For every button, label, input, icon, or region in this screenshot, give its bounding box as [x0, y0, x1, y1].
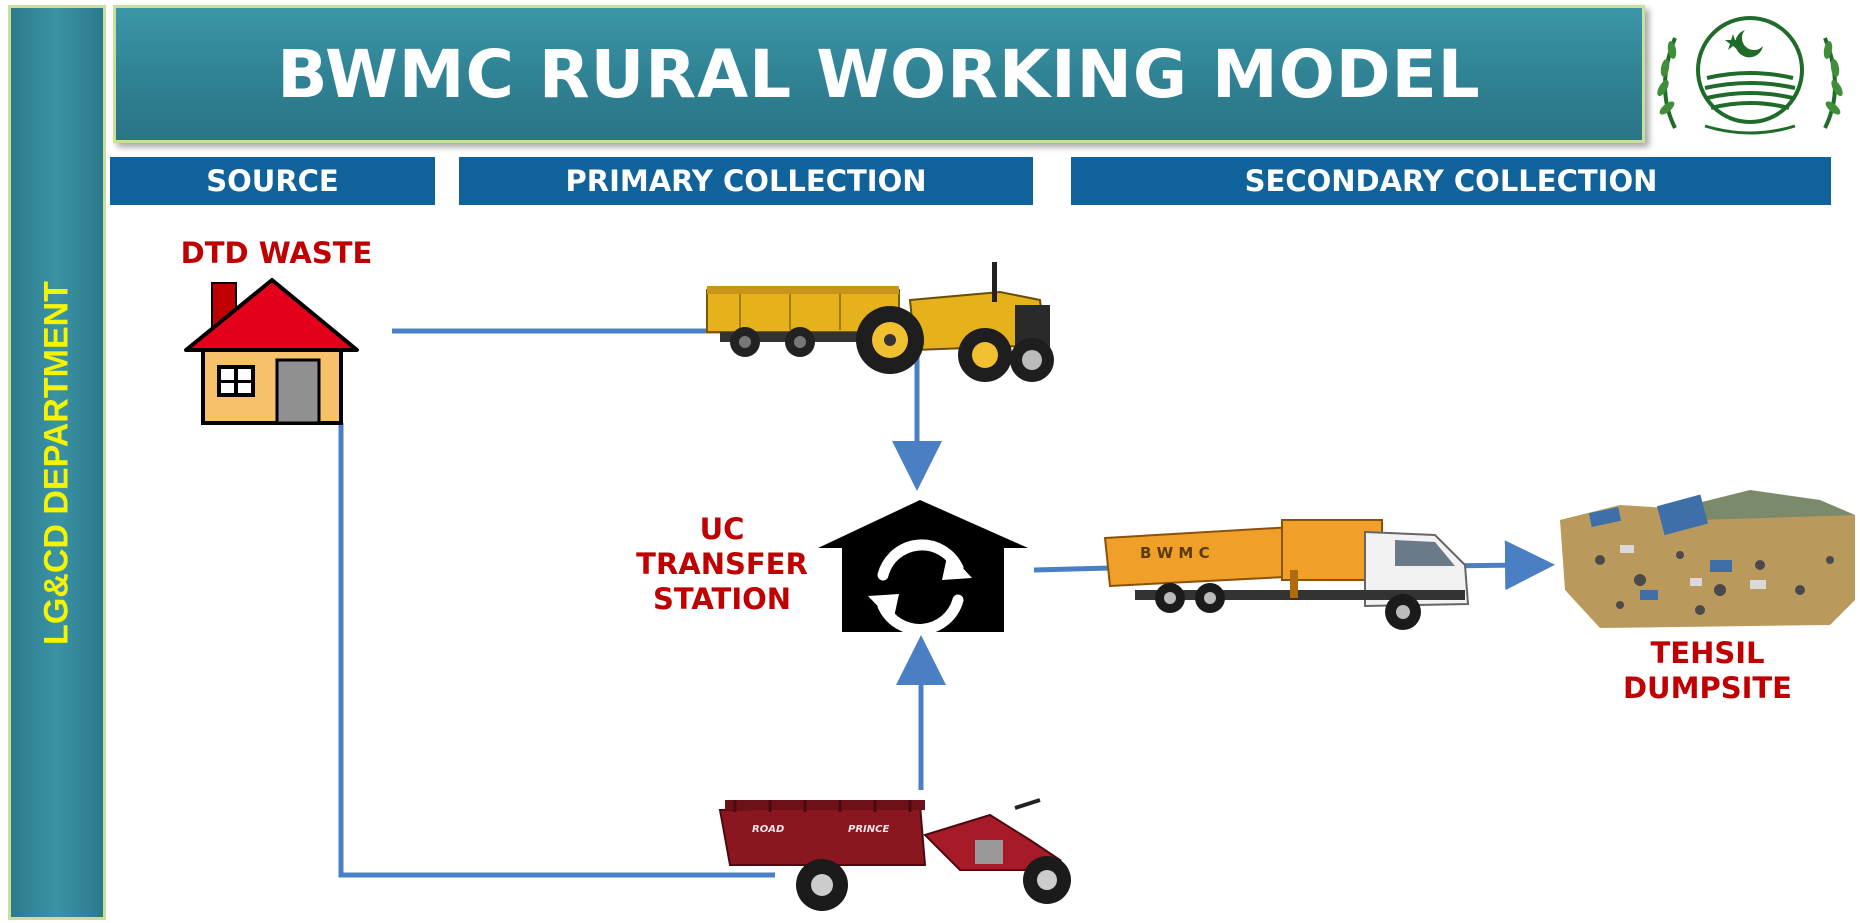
loader-marking-left: ROAD: [752, 824, 784, 835]
tractor-trolley-icon: [706, 262, 1054, 382]
secondary-collection-header: SECONDARY COLLECTION: [1071, 157, 1831, 205]
connector-house-to-loader: [338, 423, 775, 878]
house-icon: [184, 278, 359, 425]
dtd-waste-label: DTD WASTE: [180, 236, 373, 270]
primary-collection-header: PRIMARY COLLECTION: [459, 157, 1033, 205]
connector-station-to-truck: [1033, 565, 1111, 573]
source-section-header: SOURCE: [110, 157, 435, 205]
dumpsite-icon: [1560, 490, 1855, 628]
recycle-house-icon: [818, 500, 1028, 635]
dumper-truck-icon: B W M C: [1103, 519, 1470, 630]
loader-marking-right: PRINCE: [848, 824, 889, 835]
side-department-bar: LG&CD DEPARTMENT: [8, 5, 106, 920]
punjab-emblem-icon: [1657, 16, 1843, 135]
transfer-station-label: UC TRANSFER STATION: [636, 512, 808, 616]
loader-rickshaw-icon: ROAD PRINCE: [718, 798, 1071, 911]
page-title: BWMC RURAL WORKING MODEL: [277, 35, 1481, 113]
flow-connectors: [338, 328, 775, 878]
tehsil-dumpsite-label: TEHSIL DUMPSITE: [1622, 636, 1792, 705]
title-banner: BWMC RURAL WORKING MODEL: [113, 5, 1645, 143]
truck-marking: B W M C: [1140, 544, 1210, 562]
